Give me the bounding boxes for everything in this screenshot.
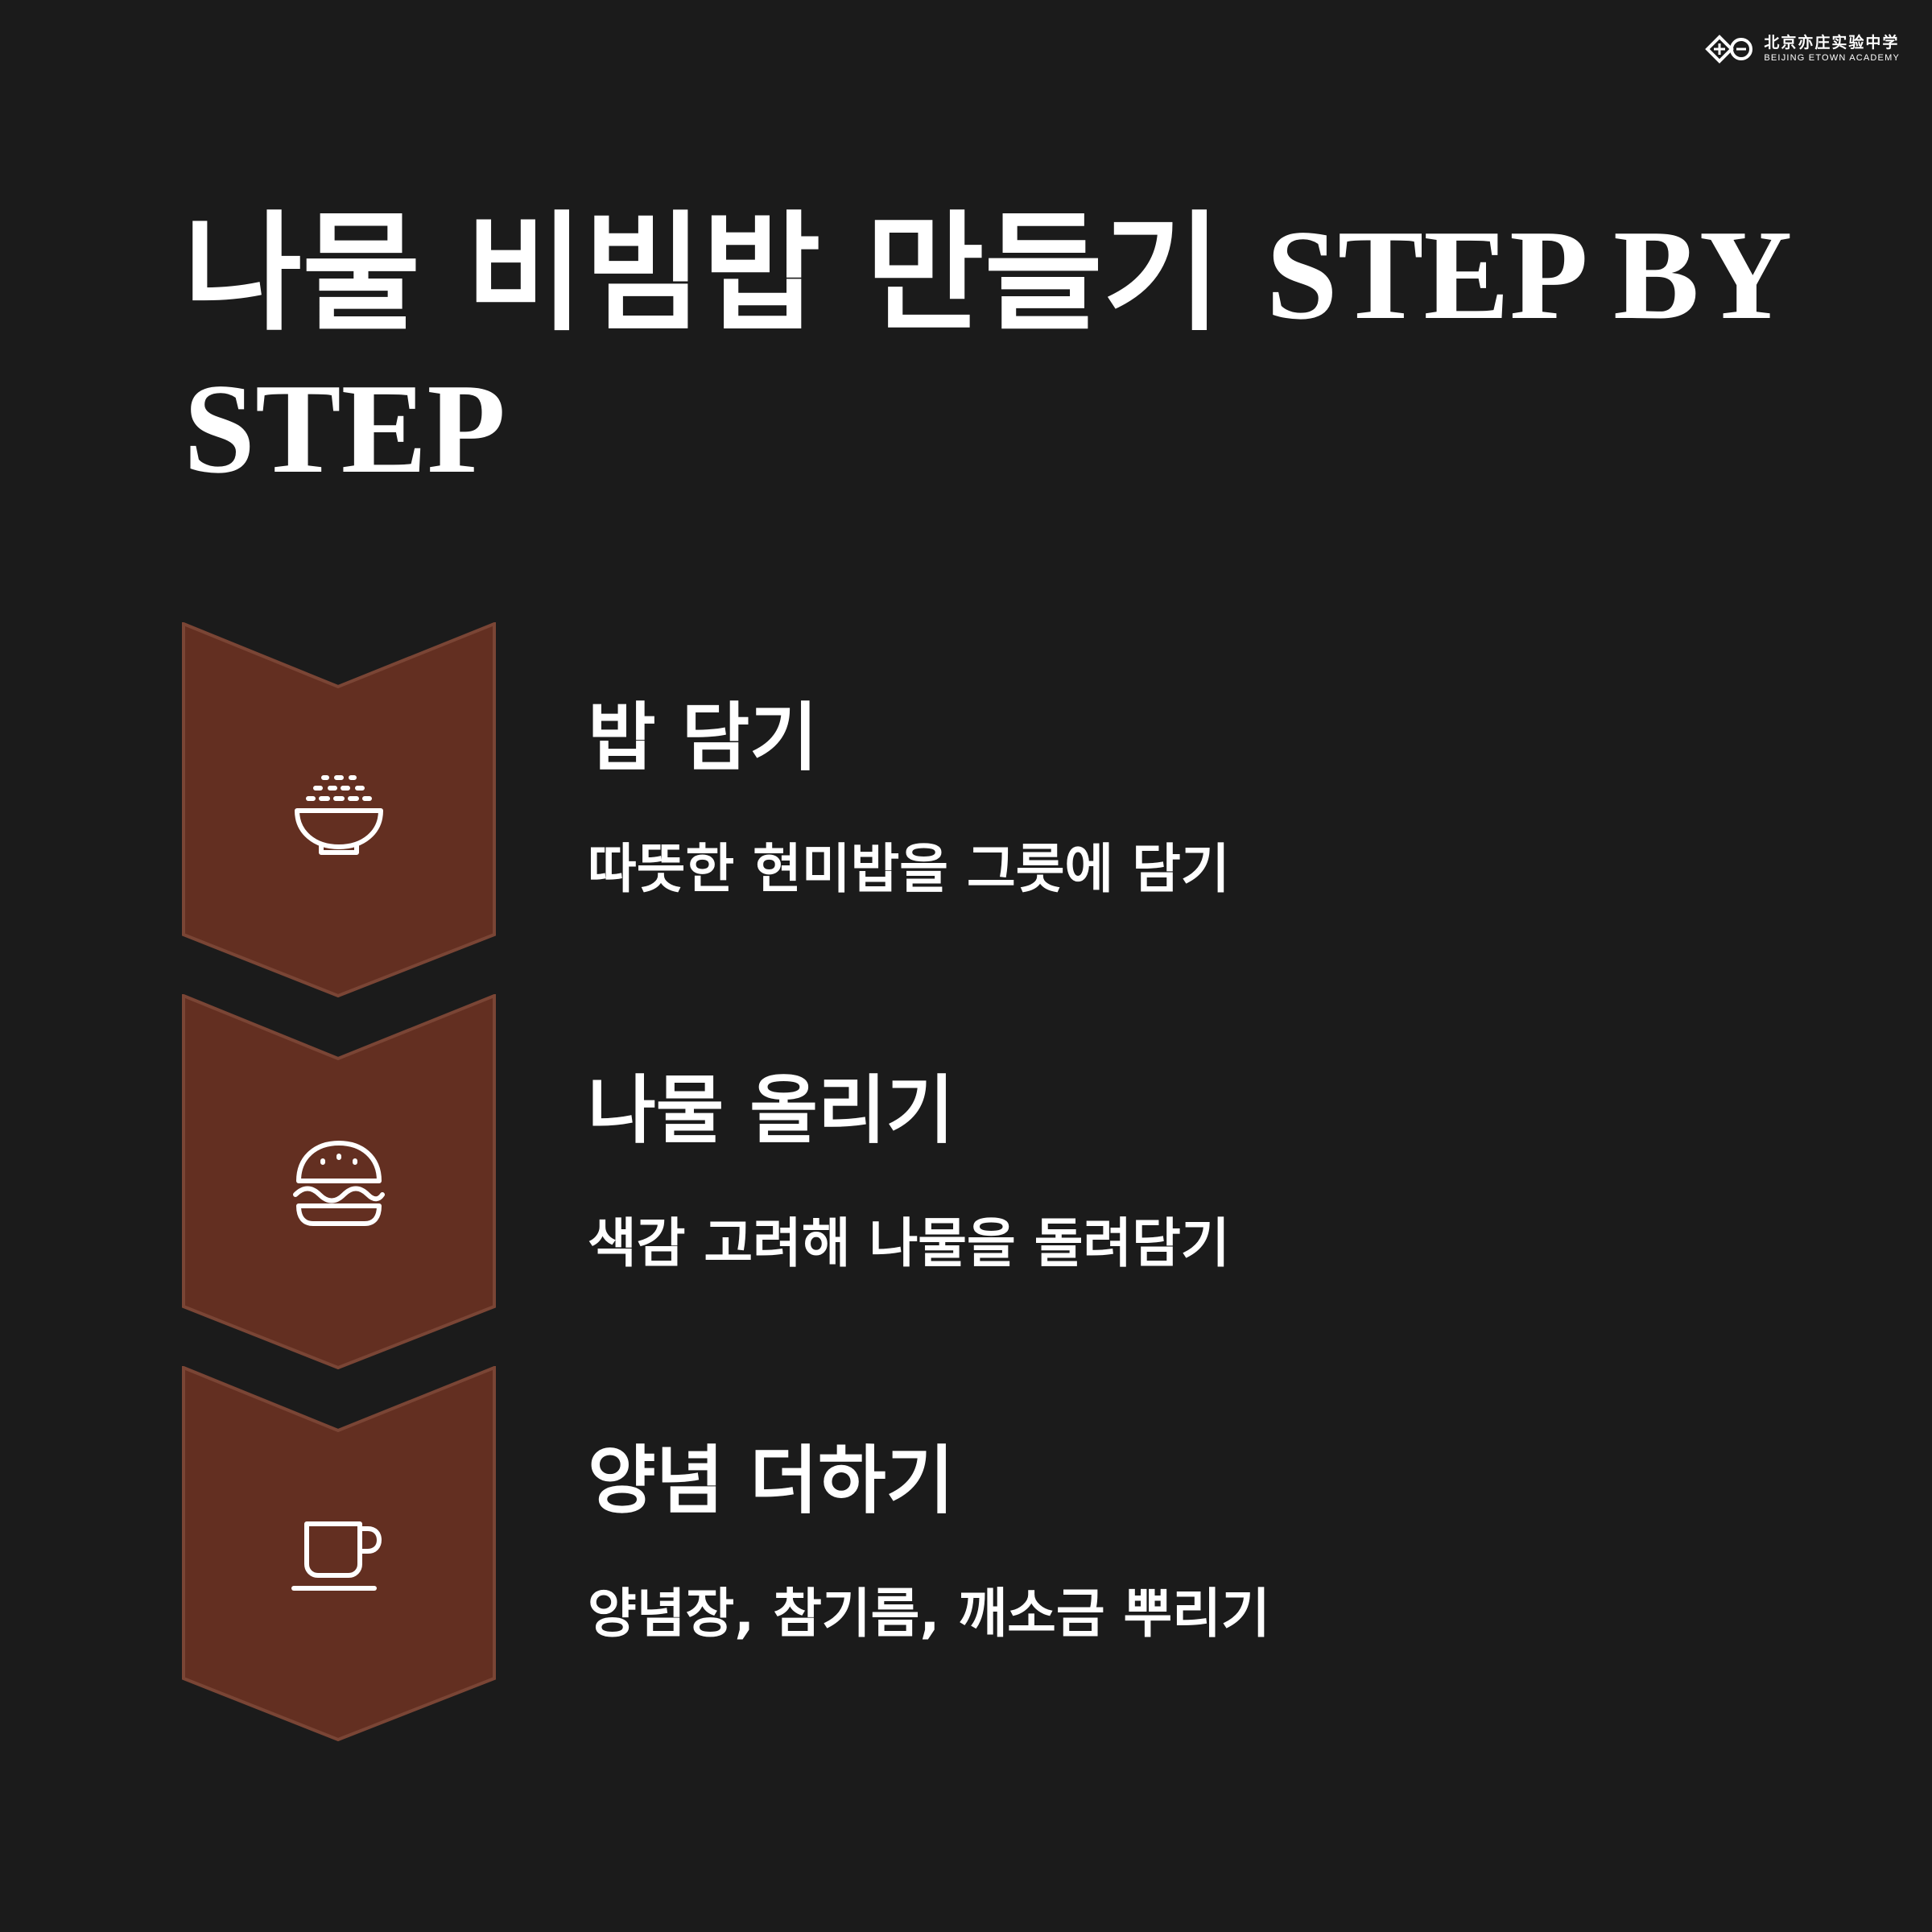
step-2-title: 나물 올리기 (588, 1067, 955, 1154)
title-korean: 나물 비빔밥 만들기 (184, 198, 1222, 349)
burger-icon (293, 1141, 385, 1226)
step-1-description: 따뜻한 현미밥을 그릇에 담기 (588, 838, 1230, 900)
step-3-title: 양념 더하기 (588, 1438, 955, 1524)
step-3-description: 양념장, 참기름, 깨소금 뿌리기 (588, 1583, 1270, 1645)
brand-logo: 北京亦庄实验中学 BEIJING ETOWN ACADEMY (1704, 34, 1900, 64)
rice-bowl-icon (295, 775, 383, 855)
coffee-cup-icon (291, 1521, 382, 1591)
school-logo-icon (1705, 35, 1753, 64)
logo-name-english: BEIJING ETOWN ACADEMY (1764, 53, 1900, 63)
step-2-description: 색감 고려해 나물을 돌려담기 (588, 1212, 1230, 1274)
step-3-chevron (182, 1366, 496, 1741)
step-1-title: 밥 담기 (588, 695, 818, 781)
logo-name-chinese: 北京亦庄实验中学 (1764, 34, 1900, 52)
title-latin: STEP BY STEP (184, 203, 1788, 500)
page-title: 나물 비빔밥 만들기 STEP BY STEP (184, 197, 1794, 505)
